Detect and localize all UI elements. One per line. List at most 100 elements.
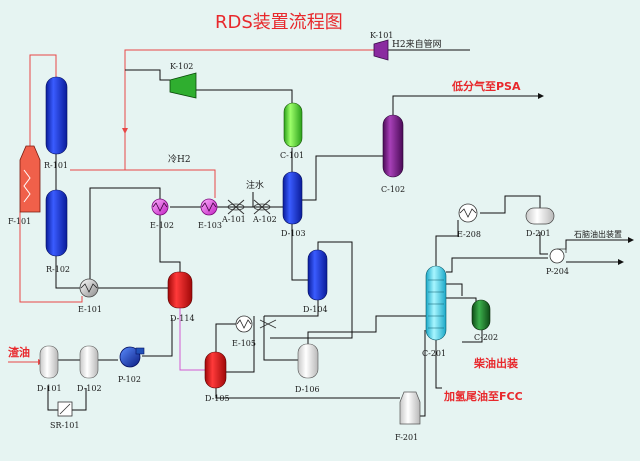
- pipe-c201-c202-top: [446, 283, 463, 296]
- p204-label: P-204: [546, 267, 569, 276]
- k102-compressor: K-102: [169, 62, 197, 99]
- c202-label: C-202: [474, 333, 498, 342]
- h2-source-label: H2来自管网: [392, 38, 442, 50]
- d106-drum: D-106: [295, 343, 320, 394]
- f101-furnace: F-101: [8, 145, 41, 226]
- air-cooler-fan-icon: [259, 319, 277, 329]
- column-vessel-icon: [425, 265, 447, 341]
- air-cooler-blade-icon: [253, 203, 271, 211]
- d114-drum: D-114: [167, 271, 195, 323]
- pump-outlet-icon: [135, 347, 145, 355]
- a101-label: A-101: [221, 215, 246, 224]
- pump-icon: [119, 346, 141, 368]
- drum-vessel-icon: [525, 207, 555, 225]
- drum-vessel-icon: [307, 249, 328, 301]
- d105-label: D-105: [205, 394, 230, 403]
- exchanger-zigzag-icon: [236, 319, 252, 329]
- drum-vessel-icon: [297, 343, 319, 379]
- f201-label: F-201: [395, 433, 418, 442]
- r102-reactor: R-102: [45, 189, 70, 274]
- pipe-d104-bottom: [264, 300, 319, 317]
- r101-reactor: R-101: [44, 76, 68, 170]
- arrow-recycle: [122, 128, 128, 134]
- c102-label: C-102: [381, 185, 405, 194]
- stripper-vessel-icon: [471, 299, 491, 331]
- pipe-d101-sr101: [47, 386, 60, 411]
- piping: [8, 49, 630, 417]
- column-tray-icon: [428, 279, 444, 329]
- pipe-c102-psa: [392, 95, 538, 115]
- filter-diagonal-icon: [59, 403, 71, 415]
- pipe-k101-to-header: [124, 49, 374, 170]
- pipe-d201-p204: [539, 232, 548, 255]
- d106-label: D-106: [295, 385, 320, 394]
- d101-tank: D-101: [37, 345, 62, 393]
- sr101-label: SR-101: [50, 421, 79, 430]
- pipe-d106-inlet: [263, 316, 298, 361]
- p204-pump: P-204: [546, 248, 569, 276]
- separator-vessel-icon: [282, 171, 303, 225]
- d102-tank: D-102: [77, 345, 102, 393]
- heat-exchanger-icon: [151, 198, 169, 216]
- c202-stripper: C-202: [471, 299, 498, 342]
- a102-label: A-102: [252, 215, 277, 224]
- pipe-e101-e102: [89, 187, 161, 280]
- pipe-sr101-d102: [72, 388, 87, 411]
- compressor-icon: [373, 39, 389, 61]
- pump-icon: [549, 248, 565, 264]
- pipe-d105-d106: [226, 316, 255, 373]
- pipe-k102-out: [125, 69, 170, 81]
- pipe-p102-out: [142, 318, 173, 357]
- p102-label: P-102: [118, 375, 141, 384]
- pipe-d106-c201: [307, 315, 428, 344]
- pipe-d103-d104: [291, 224, 308, 281]
- r102-label: R-102: [46, 265, 70, 274]
- drum-vessel-icon: [167, 271, 193, 309]
- e102-label: E-102: [150, 221, 174, 230]
- column-vessel-icon: [382, 114, 404, 178]
- air-cooler-blade-icon: [227, 203, 245, 211]
- pipe-c101-k102: [196, 89, 293, 103]
- heat-exchanger-icon: [200, 198, 218, 216]
- r101-label: R-101: [44, 161, 68, 170]
- pipe-header-r101: [29, 54, 57, 77]
- d103-label: D-103: [281, 229, 306, 238]
- c101-separator: C-101: [280, 102, 304, 160]
- separator-vessel-icon: [283, 102, 303, 148]
- d114-label: D-114: [170, 314, 195, 323]
- d102-label: D-102: [77, 384, 102, 393]
- pump-outlet-icon: [557, 248, 567, 253]
- c101-label: C-101: [280, 151, 304, 160]
- exchanger-zigzag-icon: [201, 202, 217, 212]
- pipe-d105-f201: [215, 388, 400, 399]
- tank-vessel-icon: [39, 345, 59, 379]
- pipe-d103-c102: [302, 155, 383, 201]
- heat-exchanger-icon: [458, 203, 478, 223]
- low-gas-psa-label: 低分气至PSA: [451, 79, 521, 93]
- k102-label: K-102: [170, 62, 193, 71]
- arrow-p204: [618, 259, 624, 265]
- e103-exchanger: E-103: [198, 198, 222, 230]
- d103-separator: D-103: [281, 171, 306, 238]
- d201-drum: D-201: [525, 207, 555, 238]
- d104-drum: D-104: [303, 249, 328, 314]
- diagram-title: RDS装置流程图: [215, 12, 343, 33]
- a102-air-cooler: A-102: [252, 199, 277, 224]
- furnace-icon: [399, 391, 421, 425]
- sr101-filter: SR-101: [50, 401, 79, 430]
- pipe-r102-e101: [55, 255, 80, 289]
- pipe-c201-tail: [435, 340, 442, 389]
- a101-air-cooler: A-101: [221, 199, 246, 224]
- exchanger-zigzag-icon: [80, 283, 98, 293]
- pipe-e105-d105: [215, 323, 236, 352]
- arrow-psa: [538, 93, 544, 99]
- pipe-c202-diesel: [462, 330, 483, 343]
- arrow-naphtha: [628, 237, 634, 243]
- e105-label: E-105: [232, 339, 256, 348]
- d201-label: D-201: [526, 229, 551, 238]
- k101-compressor: K-101 H2来自管网: [370, 31, 442, 61]
- reactor-vessel-icon: [45, 189, 68, 257]
- k101-label: K-101: [370, 31, 393, 40]
